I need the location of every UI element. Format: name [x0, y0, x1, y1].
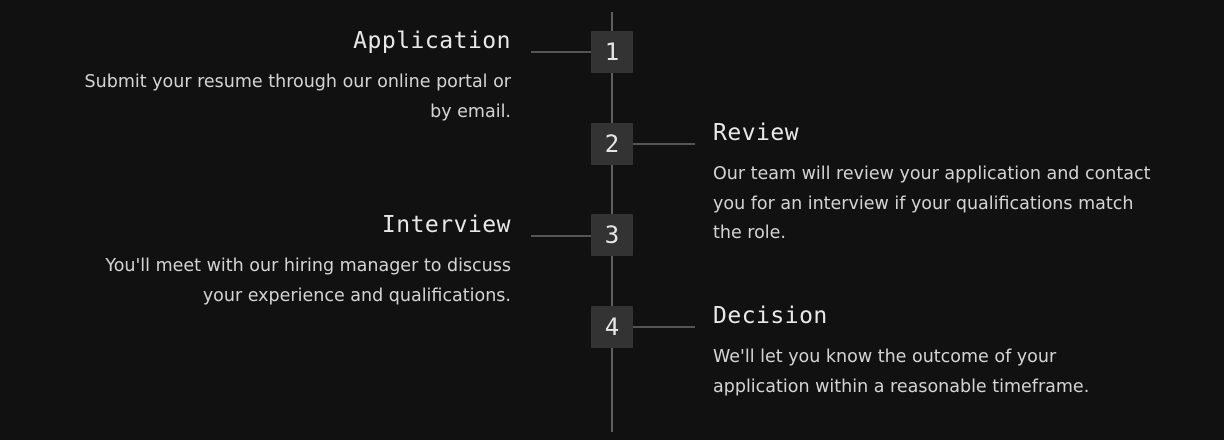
step-description: You'll meet with our hiring manager to d…	[105, 256, 511, 306]
step-title: Decision	[713, 303, 828, 329]
step-connector	[633, 326, 695, 328]
step-connector	[531, 51, 592, 53]
step-number-badge: 2	[591, 123, 633, 165]
step-description: Our team will review your application an…	[713, 164, 1151, 243]
step-description: We'll let you know the outcome of your a…	[713, 347, 1090, 397]
step-description: Submit your resume through our online po…	[84, 72, 511, 122]
step-number-badge: 1	[591, 31, 633, 73]
step-connector	[531, 235, 592, 237]
step-connector	[633, 143, 695, 145]
step-number-badge: 3	[591, 214, 633, 256]
step-title: Review	[713, 120, 800, 146]
step-title: Application	[353, 28, 511, 54]
step-title: Interview	[381, 212, 511, 238]
step-number-badge: 4	[591, 306, 633, 348]
